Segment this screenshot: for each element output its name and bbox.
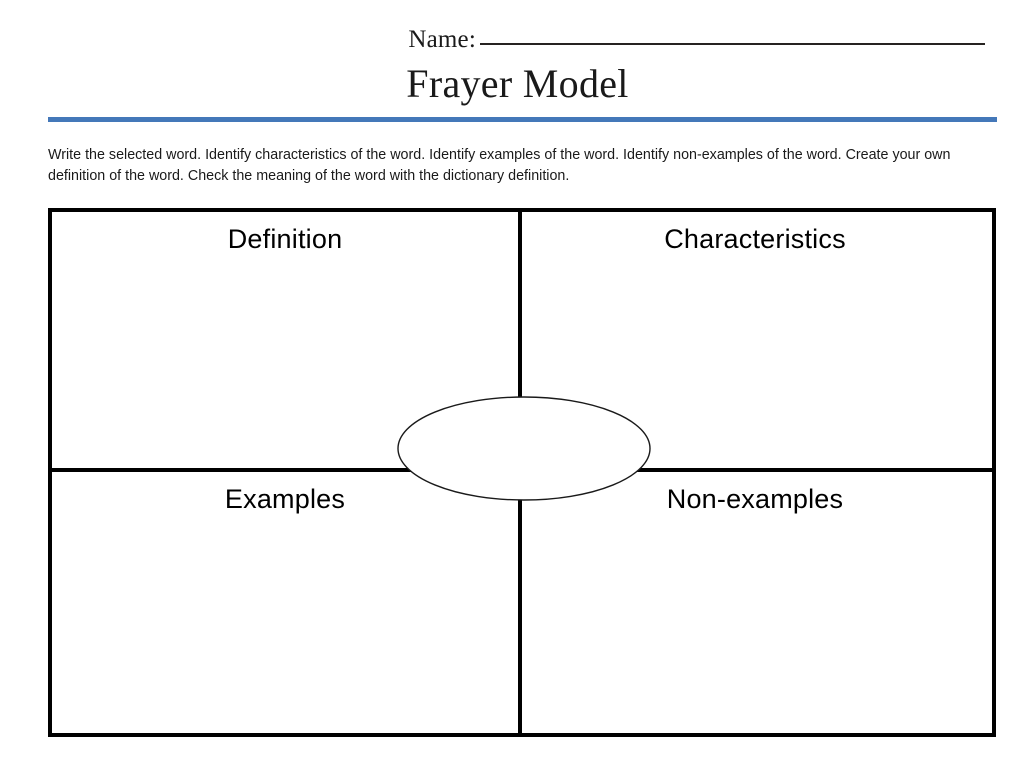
frayer-model-grid: Definition Characteristics Examples Non-… (48, 208, 996, 737)
quadrant-label-non-examples: Non-examples (666, 484, 844, 514)
quadrant-non-examples[interactable]: Non-examples (522, 472, 988, 728)
page-title: Frayer Model (406, 61, 629, 106)
quadrant-characteristics[interactable]: Characteristics (522, 212, 988, 468)
quadrant-label-examples: Examples (224, 484, 346, 514)
quadrant-examples[interactable]: Examples (52, 472, 518, 728)
name-blank-input[interactable] (480, 43, 985, 45)
quadrant-label-definition: Definition (227, 224, 343, 254)
frayer-grid-inner: Definition Characteristics Examples Non-… (52, 212, 992, 733)
name-label: Name: (408, 26, 476, 53)
name-field-line: Name: (0, 26, 985, 54)
header-divider-rule (48, 117, 997, 122)
instructions-paragraph: Write the selected word. Identify charac… (48, 147, 951, 185)
quadrant-label-characteristics: Characteristics (664, 224, 846, 254)
quadrant-definition[interactable]: Definition (52, 212, 518, 468)
